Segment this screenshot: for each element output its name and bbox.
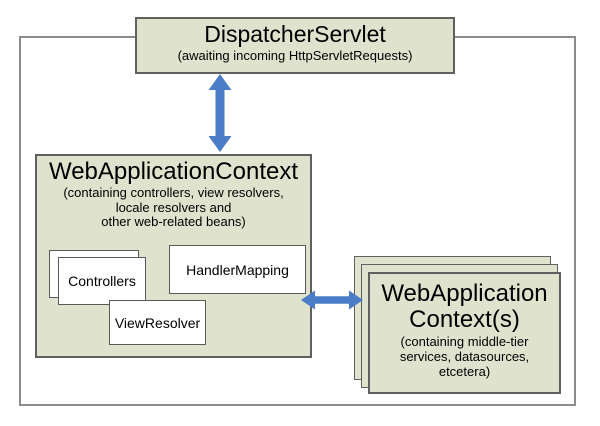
controllers-box: Controllers — [58, 257, 146, 305]
handler-mapping-label: HandlerMapping — [186, 261, 289, 278]
handler-mapping-box: HandlerMapping — [169, 245, 306, 294]
root-context-box: WebApplication Context(s) (containing mi… — [368, 272, 561, 394]
web-application-context-box: WebApplicationContext (containing contro… — [35, 154, 312, 358]
view-resolver-label: ViewResolver — [114, 314, 201, 331]
controllers-label: Controllers — [68, 273, 136, 289]
root-context-title: WebApplication Context(s) — [381, 280, 548, 333]
horizontal-double-arrow-icon — [301, 289, 363, 311]
dispatcher-servlet-subtitle: (awaiting incoming HttpServletRequests) — [177, 47, 413, 63]
dispatcher-servlet-title: DispatcherServlet — [204, 21, 386, 47]
view-resolver-box: ViewResolver — [109, 300, 206, 345]
dispatcher-servlet-box: DispatcherServlet (awaiting incoming Htt… — [135, 17, 455, 74]
root-context-subtitle: (containing middle-tier services, dataso… — [399, 333, 530, 379]
web-application-context-title: WebApplicationContext — [48, 158, 299, 185]
vertical-double-arrow-icon — [207, 74, 233, 152]
web-application-context-subtitle: (containing controllers, view resolvers,… — [63, 184, 284, 230]
